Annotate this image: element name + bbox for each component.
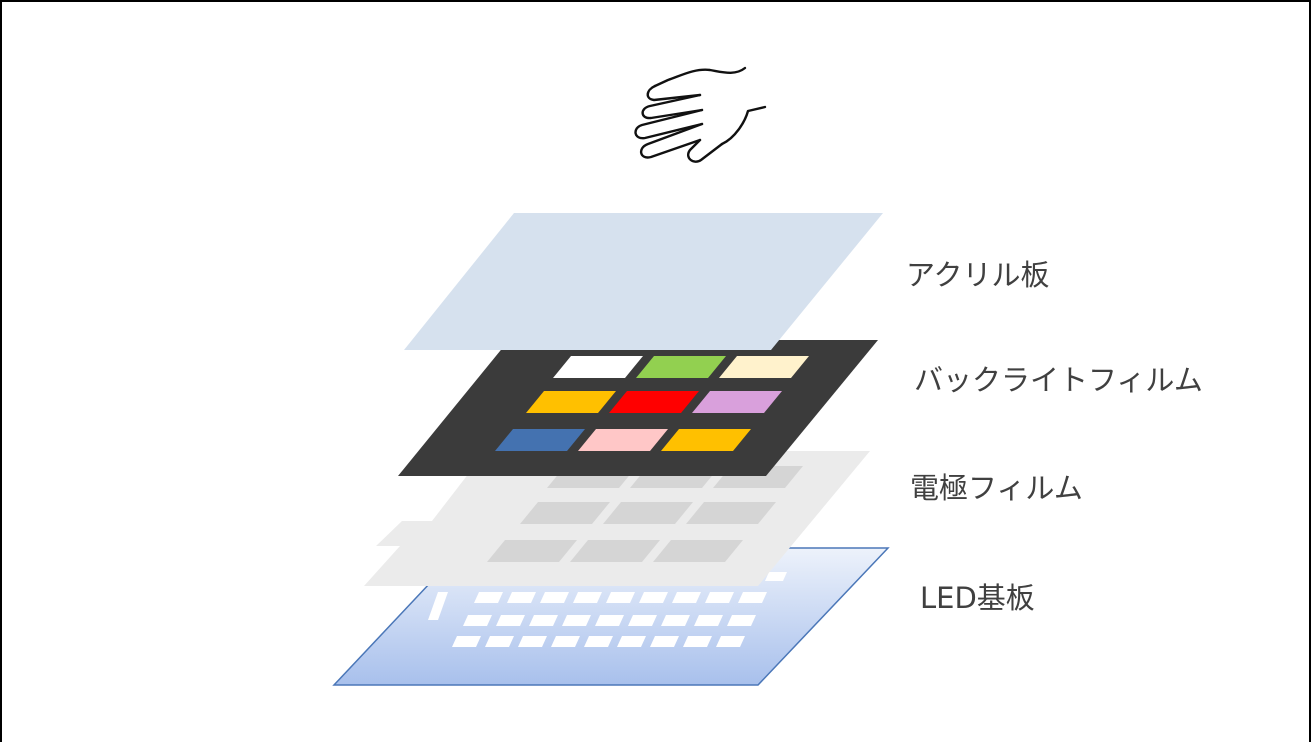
electrode-pad — [653, 540, 743, 562]
hand-touch-icon — [634, 66, 767, 163]
led-dot-grid — [428, 572, 787, 647]
backlight-key-grid — [495, 356, 809, 451]
led-dot — [765, 572, 787, 581]
led-dot — [428, 592, 448, 620]
electrode-pad-grid — [487, 466, 803, 562]
electrode-pad — [520, 502, 610, 524]
led-dot — [595, 615, 624, 626]
led-dot — [540, 592, 569, 603]
led-dot — [496, 615, 525, 626]
led-dot — [628, 615, 657, 626]
acrylic-plate-layer — [404, 213, 883, 350]
led-dot — [705, 592, 734, 603]
backlight-key — [553, 356, 643, 378]
backlight-key — [636, 356, 726, 378]
backlight-key — [526, 391, 616, 413]
electrode-pad — [570, 540, 660, 562]
led-dot — [584, 636, 613, 647]
led-dot — [485, 636, 514, 647]
backlight-key — [578, 429, 668, 451]
backlight-film-layer — [398, 340, 878, 476]
backlight-key — [609, 391, 699, 413]
led-dot — [727, 615, 756, 626]
led-dot — [463, 615, 492, 626]
led-dot — [573, 592, 602, 603]
electrode-pad — [603, 502, 693, 524]
led-dot — [650, 636, 679, 647]
backlight-key — [495, 429, 585, 451]
backlight-key — [692, 391, 782, 413]
led-dot — [562, 615, 591, 626]
backlight-key — [719, 356, 809, 378]
led-dot — [551, 636, 580, 647]
led-dot — [694, 615, 723, 626]
led-board-label: LED基板 — [920, 581, 1035, 615]
led-dot — [639, 592, 668, 603]
led-dot — [661, 615, 690, 626]
acrylic-plate-label: アクリル板 — [906, 258, 1050, 292]
led-dot — [738, 592, 767, 603]
led-dot — [617, 636, 646, 647]
led-dot — [518, 636, 547, 647]
electrode-pad — [487, 540, 577, 562]
backlight-key — [661, 429, 751, 451]
led-dot — [529, 615, 558, 626]
electrode-film-layer — [364, 451, 870, 586]
electrode-pad — [686, 502, 776, 524]
electrode-film-label: 電極フィルム — [910, 471, 1083, 505]
led-dot — [452, 636, 481, 647]
led-dot — [507, 592, 536, 603]
backlight-film-label: バックライトフィルム — [914, 363, 1203, 397]
led-dot — [716, 636, 745, 647]
led-dot — [672, 592, 701, 603]
led-dot — [683, 636, 712, 647]
led-dot — [474, 592, 503, 603]
led-dot — [606, 592, 635, 603]
acrylic-plate — [404, 213, 883, 350]
